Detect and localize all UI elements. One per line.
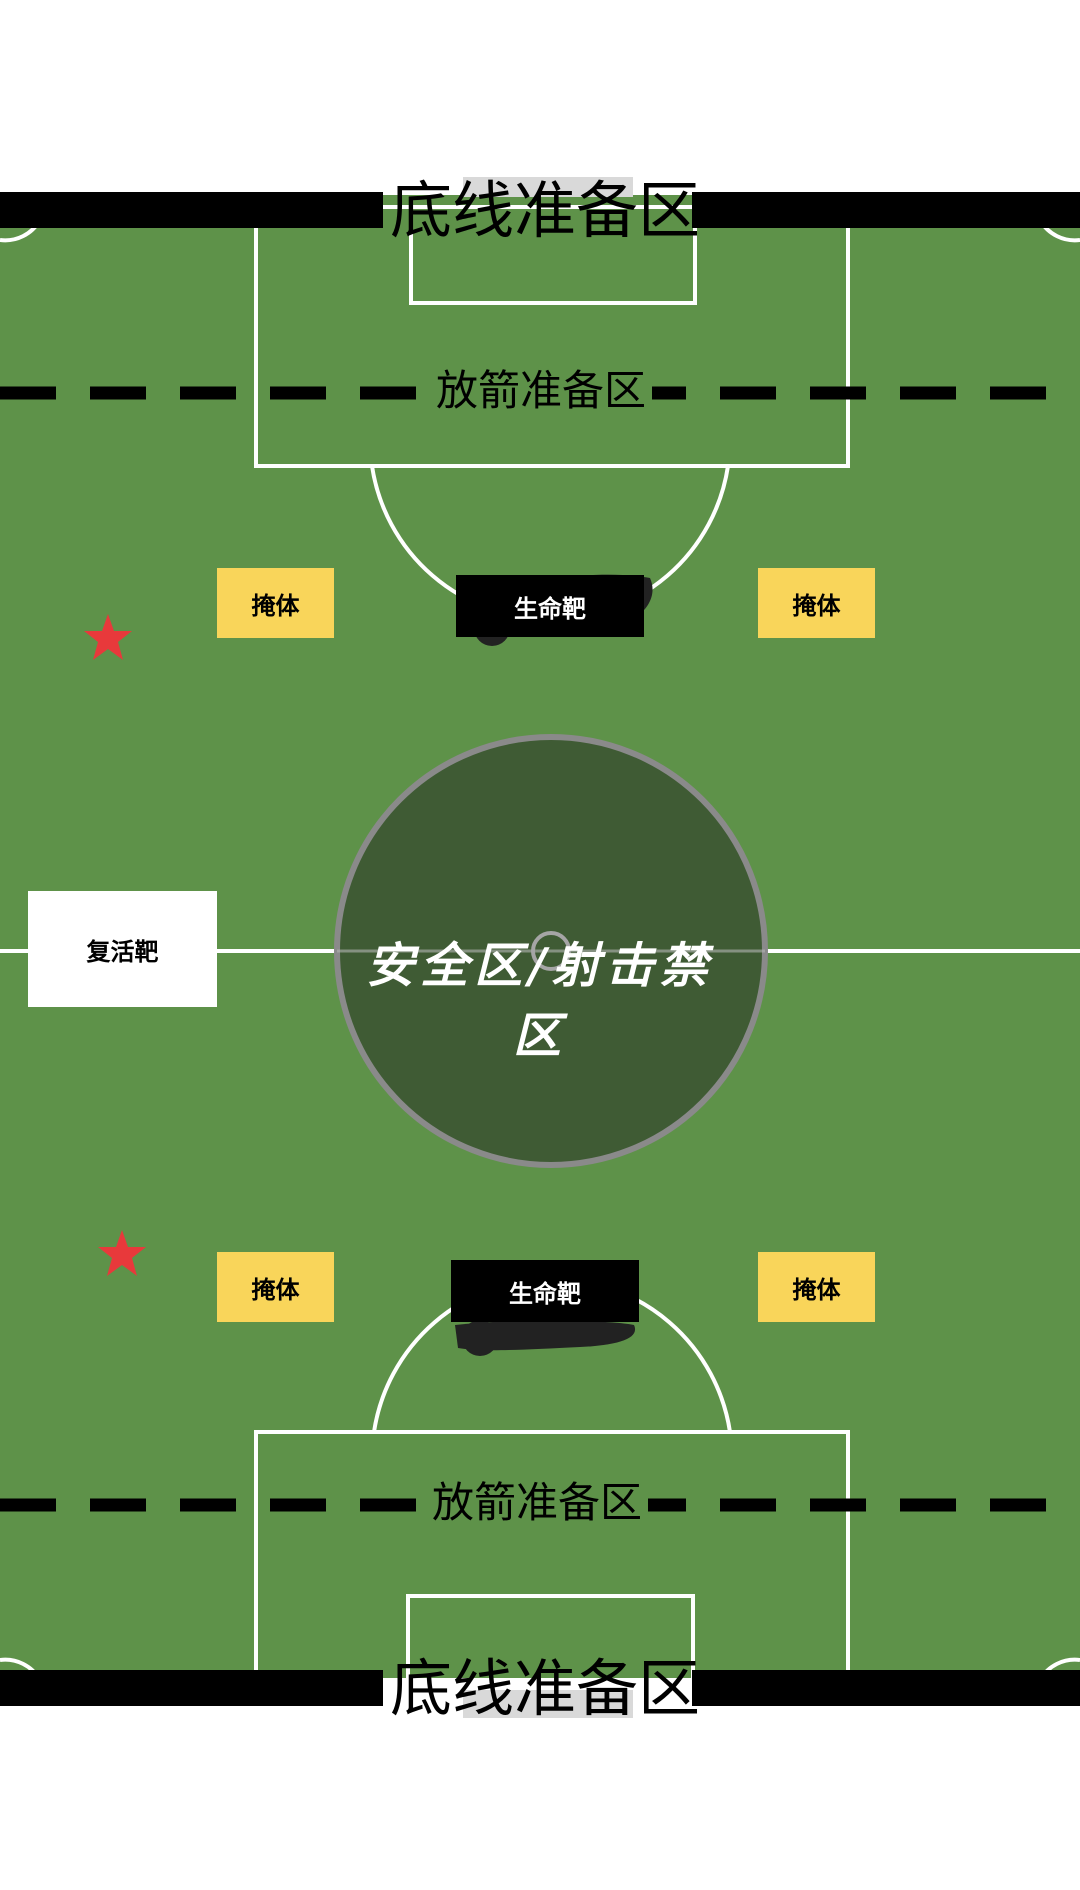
cover-top-right: 掩体	[758, 568, 875, 638]
bottom-baseline-bar-left	[0, 1670, 383, 1706]
safe-zone-label: 安全区/射击禁区	[366, 938, 714, 1064]
bottom-baseline-bar-right	[692, 1670, 1080, 1706]
bottom-baseline-label: 底线准备区	[390, 1652, 701, 1725]
life-target-bottom: 生命靶	[451, 1260, 639, 1322]
bottom-goal-box	[406, 1594, 695, 1682]
life-target-top: 生命靶	[456, 575, 644, 637]
cover-top-left: 掩体	[217, 568, 334, 638]
bottom-goal	[463, 1690, 633, 1718]
bottom-smudge-dot	[462, 1320, 498, 1356]
top-baseline-label: 底线准备区	[390, 174, 701, 247]
bottom-penalty-box	[254, 1430, 850, 1682]
bottom-arrow-label: 放箭准备区	[426, 1482, 649, 1524]
top-goal	[463, 177, 633, 197]
revive-target: 复活靶	[28, 891, 217, 1007]
top-arrow-label: 放箭准备区	[430, 370, 653, 412]
bottom-smudge	[455, 1320, 636, 1351]
star-icon-top	[84, 614, 132, 660]
top-goal-box	[409, 205, 697, 305]
top-baseline-bar-left	[0, 192, 383, 228]
cover-bottom-right: 掩体	[758, 1252, 875, 1322]
center-spot	[531, 931, 571, 971]
cover-bottom-left: 掩体	[217, 1252, 334, 1322]
star-icon-bottom	[98, 1230, 146, 1276]
top-baseline-bar-right	[692, 192, 1080, 228]
